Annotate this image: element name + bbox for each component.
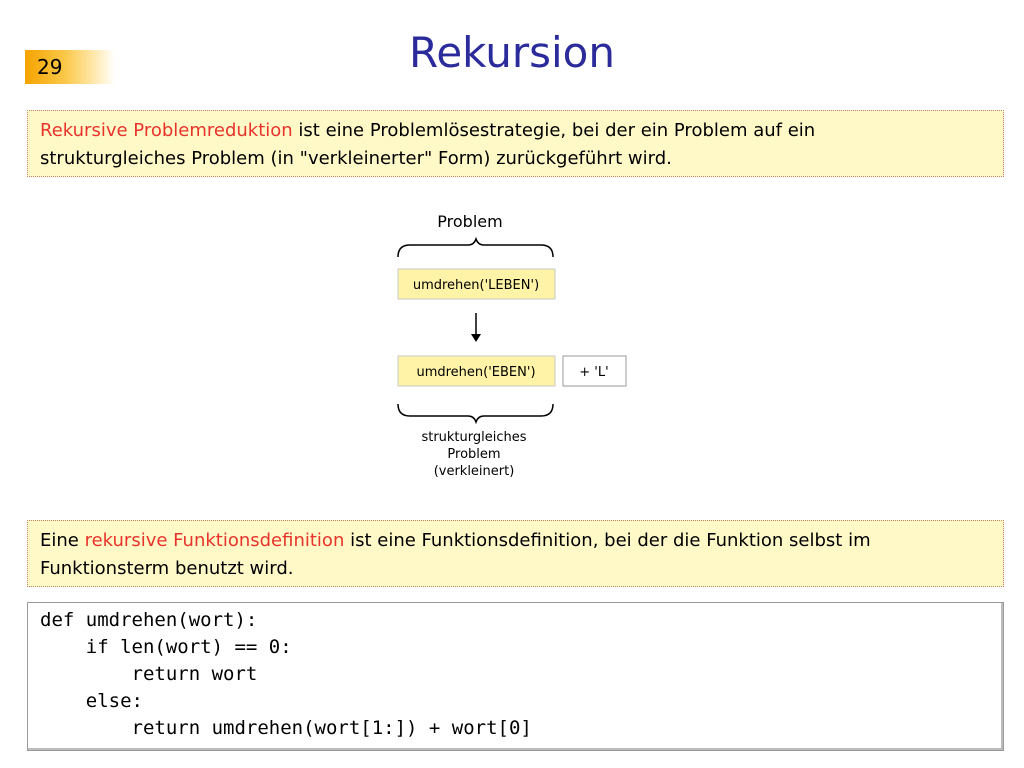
slide-number: 29	[37, 55, 63, 79]
box-umdrehen-leben	[397, 268, 556, 300]
definition-text: ist eine Funktionsdefinition, bei der di…	[344, 530, 871, 551]
slide-title: Rekursion	[409, 28, 615, 77]
definition-text: ist eine Problemlösestrategie, bei der e…	[292, 120, 816, 141]
code-line: if len(wort) == 0:	[40, 636, 292, 658]
box-plus-l-label: + 'L'	[579, 365, 608, 380]
code-line: return umdrehen(wort[1:]) + wort[0]	[40, 717, 532, 739]
diagram-label-line: (verkleinert)	[434, 464, 515, 479]
definition-box-problem-reduction: Rekursive Problemreduktion ist eine Prob…	[27, 110, 1004, 177]
highlight-term: rekursive Funktionsdefinition	[84, 530, 345, 551]
definition-box-recursive-function: Eine rekursive Funktionsdefinition ist e…	[27, 520, 1004, 587]
definition-text: strukturgleiches Problem (in "verkleiner…	[40, 148, 672, 169]
box-plus-l	[562, 355, 627, 387]
slide-number-badge: 29	[25, 50, 115, 84]
diagram-label-line: Problem	[447, 447, 500, 462]
bottom-brace	[397, 403, 554, 425]
box-umdrehen-eben	[397, 355, 556, 387]
top-brace	[397, 236, 554, 258]
arrow-head	[471, 334, 481, 342]
diagram-label-line: strukturgleiches	[421, 430, 526, 445]
code-line: else:	[40, 690, 143, 712]
box-umdrehen-leben-label: umdrehen('LEBEN')	[413, 278, 539, 293]
definition-text: Funktionsterm benutzt wird.	[40, 558, 294, 579]
definition-text: Eine	[40, 530, 85, 551]
code-block: def umdrehen(wort): if len(wort) == 0: r…	[27, 602, 1004, 751]
code-line: return wort	[40, 663, 258, 685]
diagram-label-problem: Problem	[437, 212, 502, 231]
highlight-term: Rekursive Problemreduktion	[40, 120, 293, 141]
box-umdrehen-eben-label: umdrehen('EBEN')	[416, 365, 535, 380]
code-line: def umdrehen(wort):	[40, 609, 258, 631]
